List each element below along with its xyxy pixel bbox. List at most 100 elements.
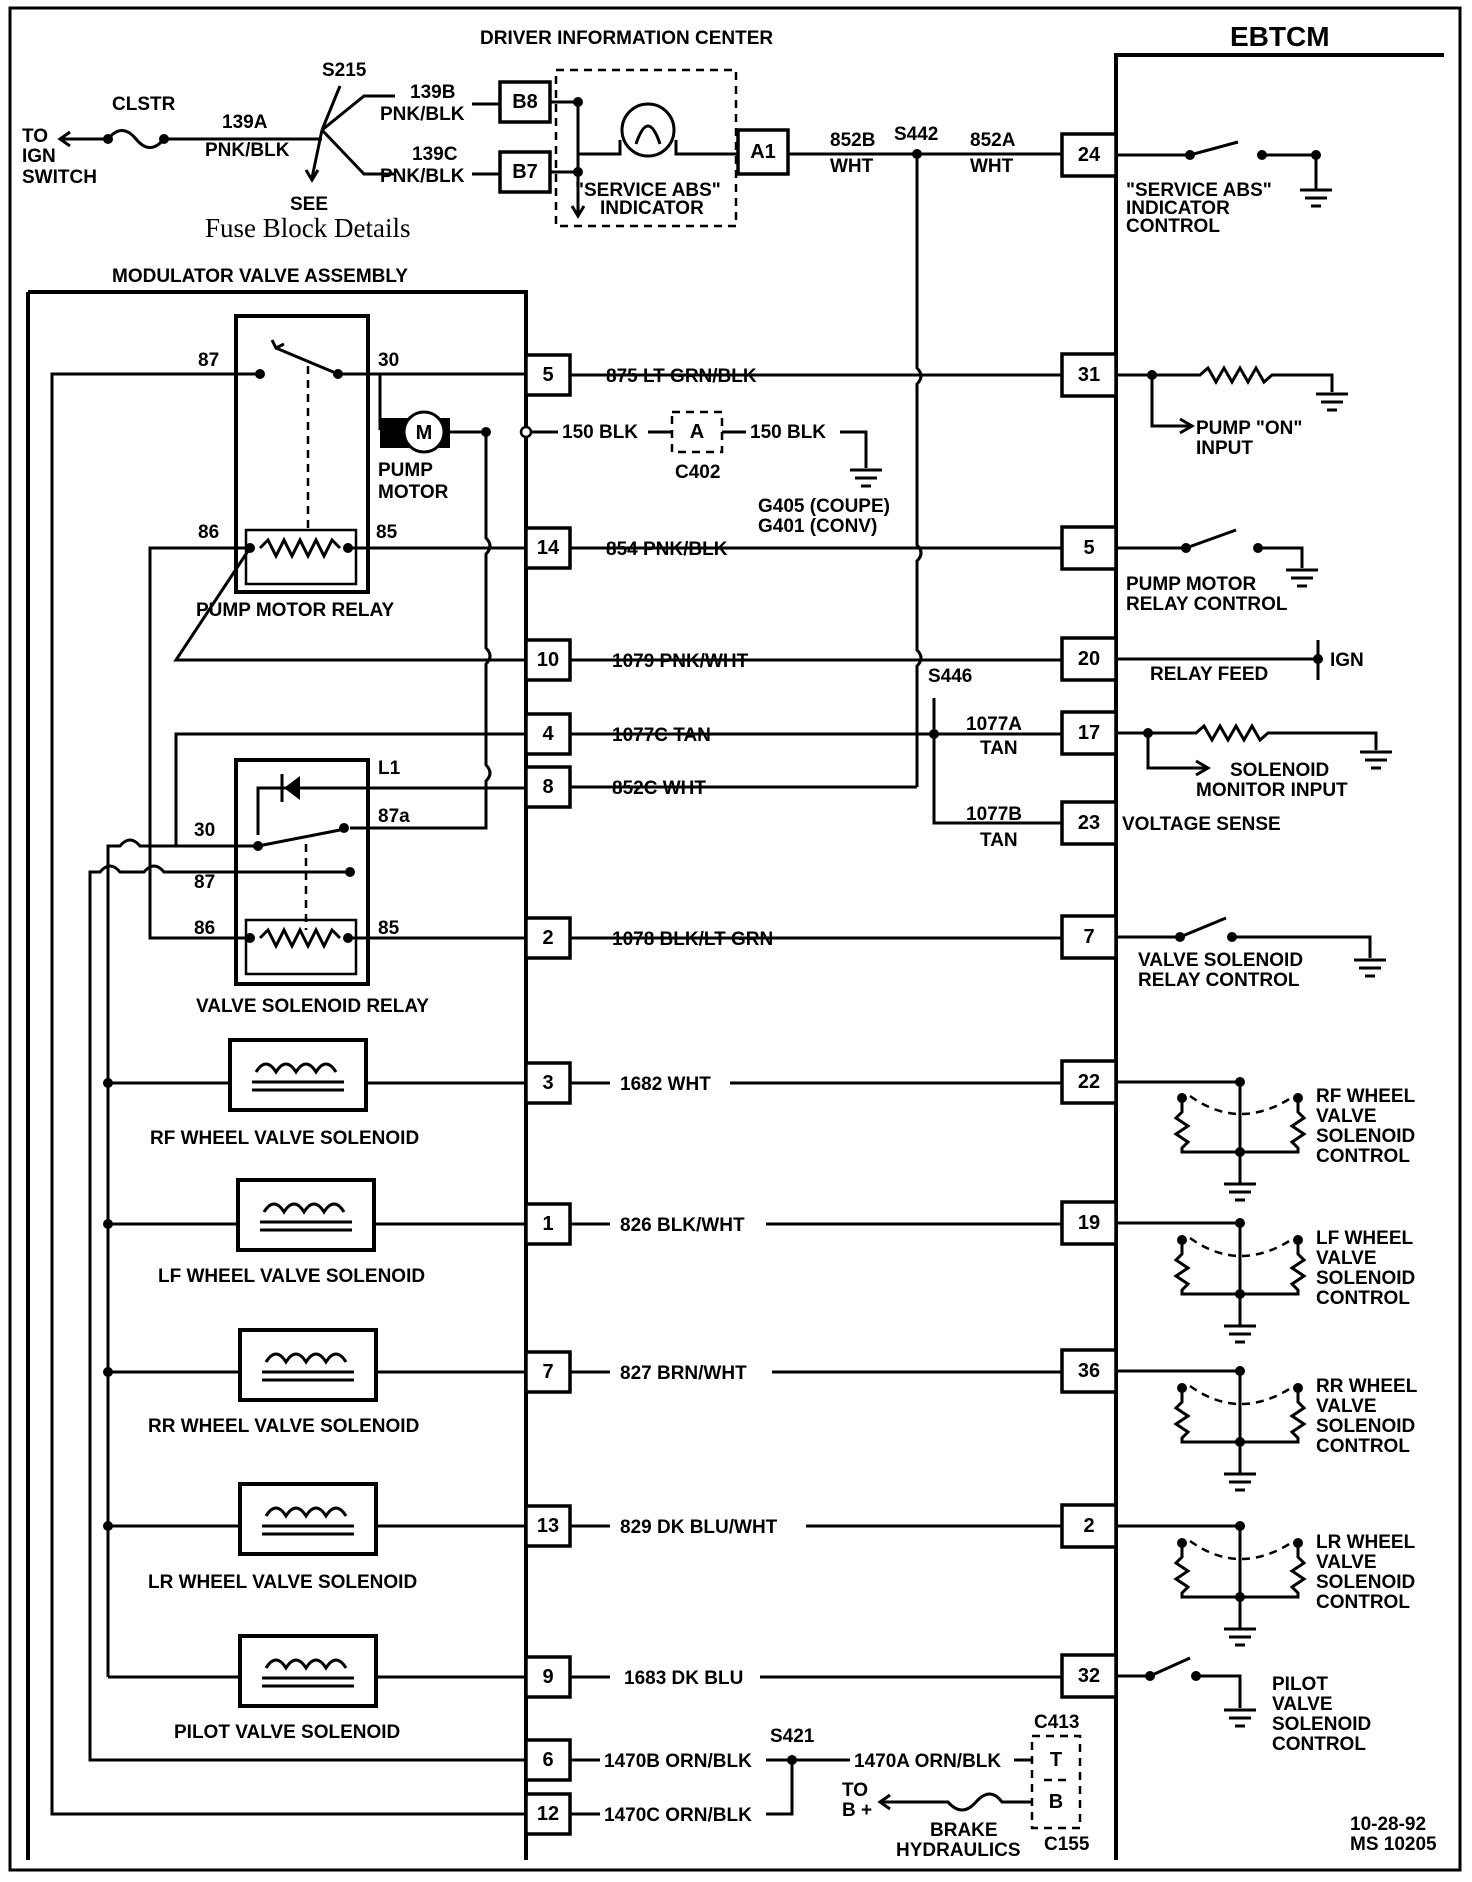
s442-label: S442	[894, 124, 938, 145]
lr-control-label-1: LR WHEEL	[1316, 1532, 1416, 1553]
lr-control-right	[1293, 1538, 1303, 1548]
lamp-icon	[620, 102, 676, 158]
pilot-control-label-1: PILOT	[1272, 1674, 1328, 1695]
wire-852b-color: WHT	[830, 156, 874, 177]
wire-1077b	[932, 734, 1062, 825]
c155-label: C155	[1044, 1834, 1090, 1855]
lr-control-label-4: CONTROL	[1316, 1592, 1410, 1613]
wire-829-label: 829 DK BLU/WHT	[620, 1517, 778, 1538]
ebtcm-pin-32: 32	[1078, 1665, 1100, 1687]
pump-on-arrow-icon	[1179, 417, 1195, 435]
ebtcm-internals: "SERVICE ABS" INDICATOR CONTROL PUMP "ON…	[1116, 140, 1418, 1755]
pmr-coil-box	[244, 528, 358, 586]
solenoid-monitor-arrow-icon	[1195, 759, 1211, 777]
rf-control-left	[1177, 1093, 1187, 1103]
wire-1077b-color: TAN	[980, 830, 1018, 851]
valve-solenoid-relay-label: VALVE SOLENOID RELAY	[196, 996, 429, 1017]
wire-875-label: 875 LT GRN/BLK	[606, 366, 757, 387]
pin-a1-box	[736, 128, 790, 176]
pmr-30: 30	[378, 350, 399, 371]
pump-motor-m: M	[416, 422, 433, 444]
wire-1470c-riser	[766, 1760, 794, 1816]
modulator-connector: 5 14 10 4 8 2 3 1 7 13 9 6 12	[524, 353, 572, 1836]
s215-lead	[320, 85, 342, 131]
lr-control-label-2: VALVE	[1316, 1552, 1377, 1573]
rf-control-ground-icon	[1224, 1152, 1256, 1202]
lf-control-link	[1189, 1236, 1295, 1258]
ebtcm-pin-20: 20	[1078, 648, 1100, 670]
harness-wires: 875 LT GRN/BLK 150 BLK A C402 150 BLK G4…	[531, 366, 1090, 1861]
pmr-87: 87	[198, 350, 219, 371]
to-b-plus-to: TO	[842, 1780, 868, 1801]
lr-control-label-3: SOLENOID	[1316, 1572, 1415, 1593]
rf-control-label-3: SOLENOID	[1316, 1126, 1415, 1147]
wire-139c-color: PNK/BLK	[380, 166, 465, 187]
ebtcm-border	[1114, 53, 1444, 1860]
pmr-control-contact-2	[1253, 543, 1263, 553]
dic-bus	[550, 100, 580, 174]
pilot-solenoid-box	[238, 1634, 378, 1708]
lr-control-circuit: LR WHEEL VALVE SOLENOID CONTROL	[1116, 1521, 1416, 1647]
voltage-sense-label: VOLTAGE SENSE	[1122, 814, 1281, 835]
svc-abs-contact-1	[1185, 150, 1195, 160]
vsr-l1: L1	[378, 758, 401, 779]
rf-solenoid: RF WHEEL VALVE SOLENOID	[103, 1038, 526, 1149]
footer-ms: MS 10205	[1350, 1834, 1437, 1855]
rf-control-node	[1235, 1077, 1245, 1087]
wire-827-label: 827 BRN/WHT	[620, 1363, 747, 1384]
pump-on-lead	[1150, 375, 1190, 428]
vsr-coil-icon	[258, 926, 342, 950]
svc-abs-contact-2	[1257, 150, 1267, 160]
rf-solenoid-icon	[252, 1062, 344, 1092]
lr-solenoid-icon	[262, 1506, 354, 1536]
pmr-86: 86	[198, 522, 219, 543]
wire-852b-num: 852B	[830, 130, 875, 151]
lr-solenoid-label: LR WHEEL VALVE SOLENOID	[148, 1572, 417, 1593]
rr-solenoid: RR WHEEL VALVE SOLENOID	[103, 1328, 526, 1437]
rf-solenoid-label: RF WHEEL VALVE SOLENOID	[150, 1128, 419, 1149]
rf-control-wire	[1116, 1080, 1242, 1162]
lf-solenoid: LF WHEEL VALVE SOLENOID	[103, 1178, 526, 1287]
solenoid-monitor-lead	[1146, 733, 1206, 770]
mod-pin-14: 14	[537, 537, 560, 559]
hydraulics-label: HYDRAULICS	[896, 1840, 1021, 1861]
wire-852a-color: WHT	[970, 156, 1014, 177]
rr-control-circuit: RR WHEEL VALVE SOLENOID CONTROL	[1116, 1366, 1418, 1492]
wire-139b	[321, 94, 395, 132]
g401-label: G401 (CONV)	[758, 516, 877, 537]
pilot-control-ground-icon	[1224, 1708, 1256, 1728]
rf-control-label-2: VALVE	[1316, 1106, 1377, 1127]
pilot-solenoid: PILOT VALVE SOLENOID	[108, 1634, 526, 1743]
lr-solenoid: LR WHEEL VALVE SOLENOID	[103, 1482, 526, 1593]
lr-control-ground-icon	[1224, 1597, 1256, 1647]
rf-control-right	[1293, 1093, 1303, 1103]
pmr-control-label-2: RELAY CONTROL	[1126, 594, 1288, 615]
wire-852c-label: 852C WHT	[612, 778, 706, 799]
lf-control-node	[1235, 1218, 1245, 1228]
wire-1682-label: 1682 WHT	[620, 1074, 711, 1095]
dic-enclosure	[554, 68, 738, 228]
mod-pin-1: 1	[542, 1213, 553, 1235]
pilot-solenoid-icon	[262, 1658, 354, 1688]
s421-label: S421	[770, 1726, 815, 1747]
vsr-coil-box	[244, 918, 358, 976]
mod-pin-6-box	[524, 1738, 572, 1782]
vsr-85: 85	[378, 918, 400, 939]
mod-pin-7-box	[524, 1350, 572, 1394]
rr-control-link	[1189, 1384, 1295, 1406]
vsr-86: 86	[194, 918, 215, 939]
pmr-87-bus	[50, 372, 526, 1816]
lf-control-circuit: LF WHEEL VALVE SOLENOID CONTROL	[1116, 1218, 1415, 1344]
mod-pin-4: 4	[542, 723, 554, 745]
wire-1077a-color: TAN	[980, 738, 1018, 759]
solenoid-monitor-label-1: SOLENOID	[1230, 760, 1329, 781]
pump-motor-relay-label: PUMP MOTOR RELAY	[196, 600, 394, 621]
rr-control-label-3: SOLENOID	[1316, 1416, 1415, 1437]
wire-139a-color: PNK/BLK	[205, 140, 290, 161]
pmr-86-to-1079	[173, 547, 526, 662]
b-plus-arrow-icon	[877, 1793, 891, 1811]
g405-ground-icon	[850, 468, 882, 488]
pump-on-label-1: PUMP "ON"	[1196, 418, 1302, 439]
ebtcm-pin-31: 31	[1078, 364, 1100, 386]
